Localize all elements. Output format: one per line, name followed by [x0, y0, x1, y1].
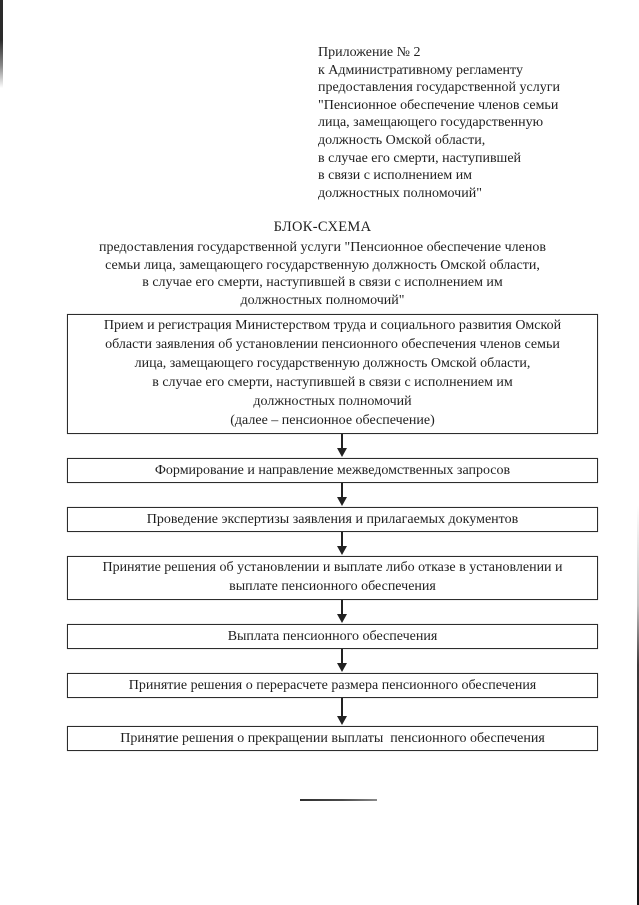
arrow-head	[337, 448, 347, 457]
arrow-head	[337, 614, 347, 623]
arrow-down-icon	[67, 532, 598, 556]
flow-step-reception-registration: Прием и регистрация Министерством труда …	[67, 314, 598, 434]
arrow-shaft	[341, 483, 343, 499]
title-block: БЛОК-СХЕМА предоставления государственно…	[50, 218, 595, 309]
arrow-shaft	[341, 698, 343, 718]
flow-step-interagency-requests: Формирование и направление межведомствен…	[67, 458, 598, 483]
flow-step-decision-establish-or-refuse: Принятие решения об установлении и выпла…	[67, 556, 598, 600]
flow-step-pension-payment: Выплата пенсионного обеспечения	[67, 624, 598, 649]
document-title: БЛОК-СХЕМА	[273, 219, 372, 235]
flow-step-recalculation-decision: Принятие решения о перерасчете размера п…	[67, 673, 598, 698]
arrow-shaft	[341, 434, 343, 450]
arrow-down-icon	[67, 649, 598, 673]
arrow-shaft	[341, 600, 343, 616]
arrow-down-icon	[67, 434, 598, 458]
appendix-reference: Приложение № 2 к Административному регла…	[318, 45, 560, 201]
arrow-head	[337, 497, 347, 506]
flowchart: Прием и регистрация Министерством труда …	[67, 314, 598, 751]
arrow-shaft	[341, 532, 343, 548]
footer-divider	[300, 799, 377, 801]
flow-step-termination-decision: Принятие решения о прекращении выплаты п…	[67, 726, 598, 751]
arrow-head	[337, 546, 347, 555]
scan-artifact-left	[0, 0, 3, 88]
arrow-shaft	[341, 649, 343, 665]
arrow-down-icon	[67, 600, 598, 624]
arrow-head	[337, 716, 347, 725]
arrow-head	[337, 663, 347, 672]
flow-step-application-expertise: Проведение экспертизы заявления и прилаг…	[67, 507, 598, 532]
arrow-down-icon	[67, 483, 598, 507]
arrow-down-icon	[67, 698, 598, 726]
document-subtitle: предоставления государственной услуги "П…	[99, 240, 546, 308]
scan-artifact-right	[637, 505, 639, 905]
